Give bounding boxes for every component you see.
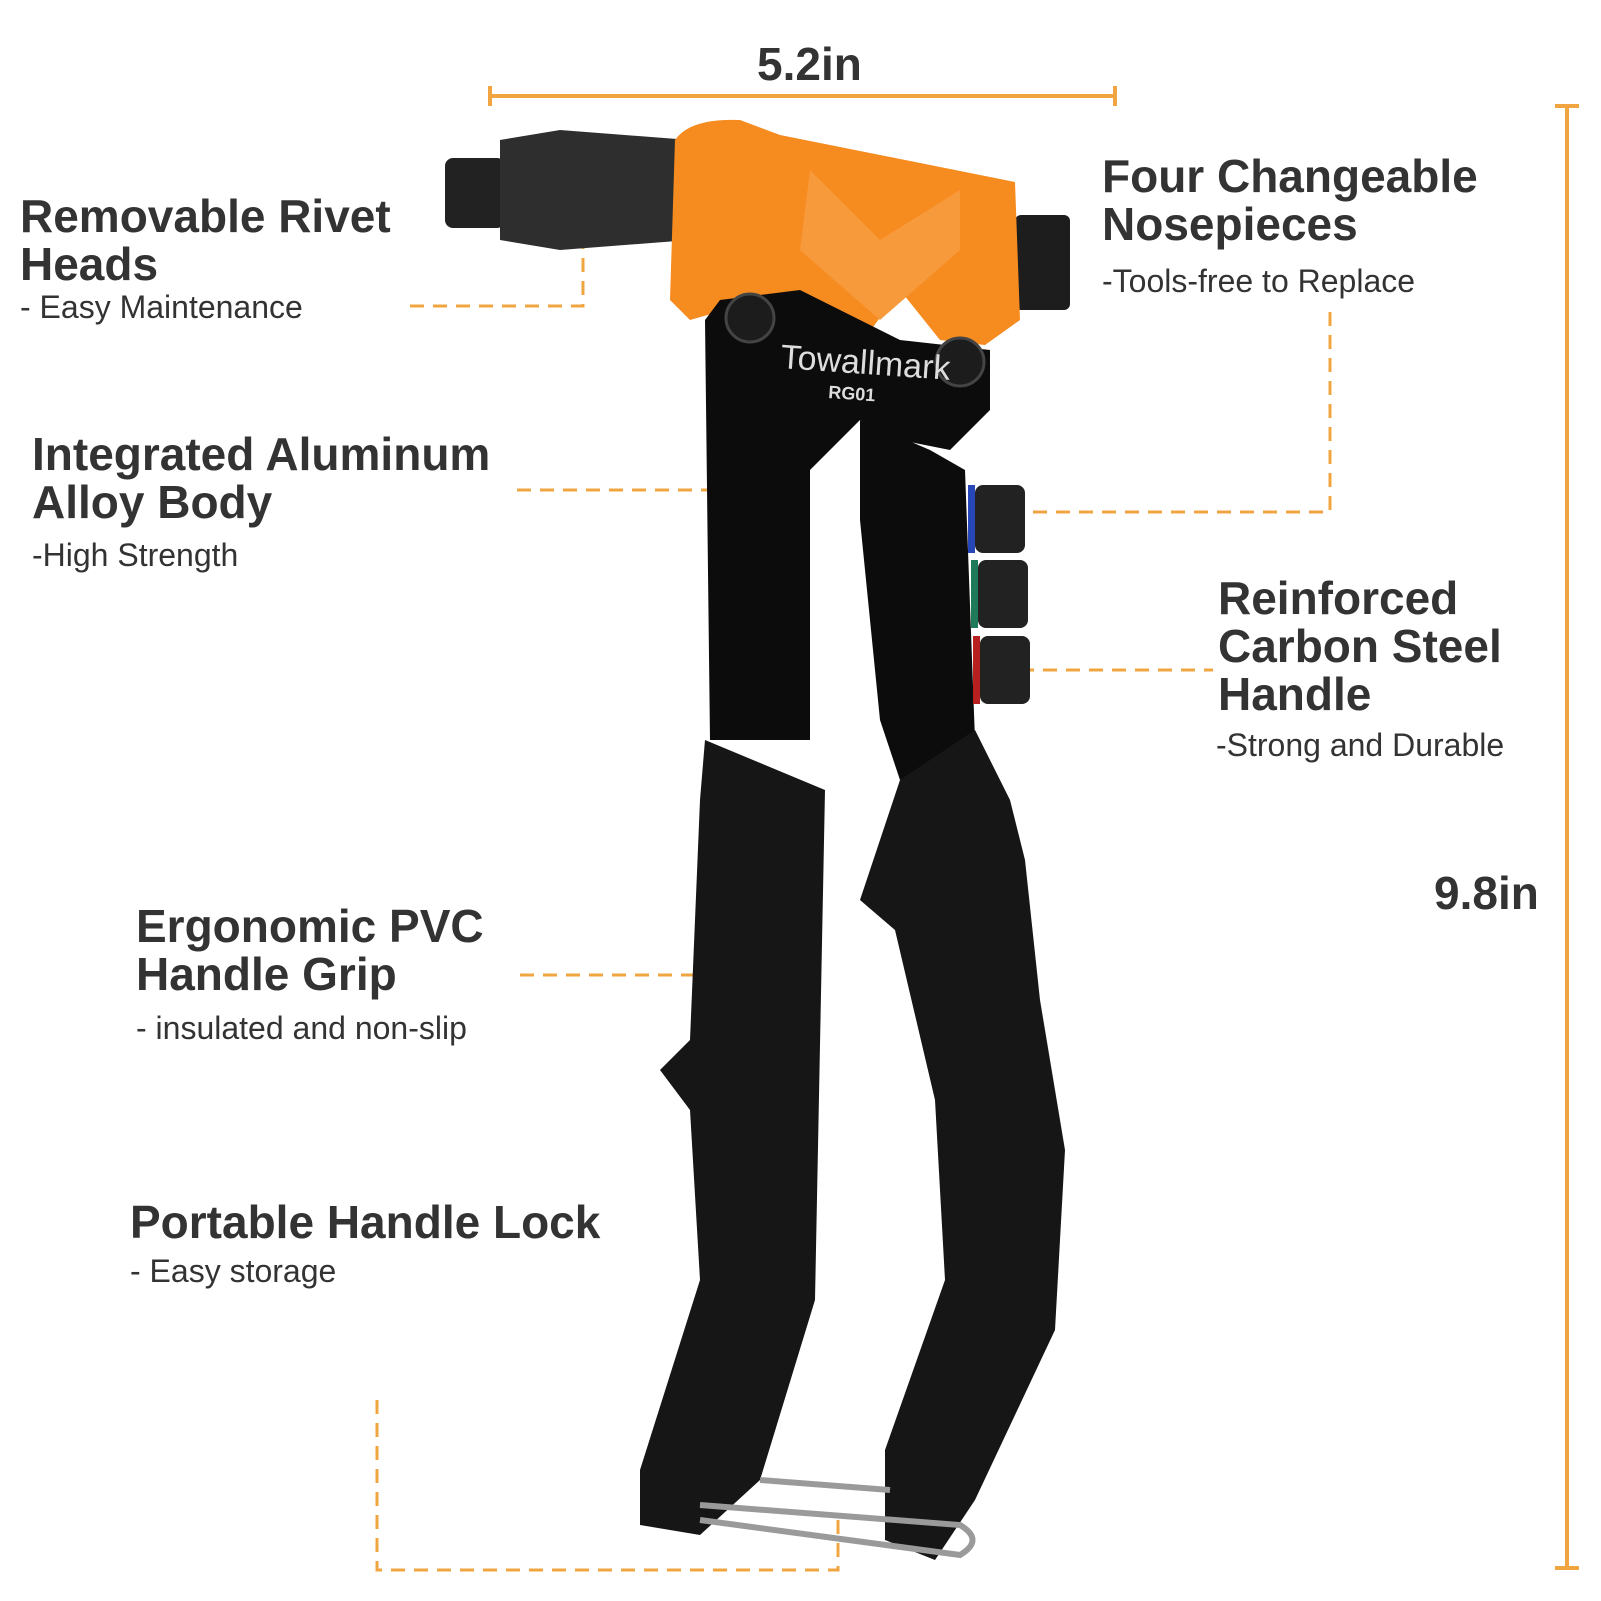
feature-subtitle: -Strong and Durable bbox=[1216, 727, 1505, 763]
rivet-gun: Towallmark RG01 bbox=[445, 119, 1070, 1560]
feature-title: Handle Grip bbox=[136, 948, 397, 1000]
feature-subtitle: - Easy storage bbox=[130, 1253, 337, 1289]
feature-title: Alloy Body bbox=[32, 476, 273, 528]
feature-title: Ergonomic PVC bbox=[136, 900, 484, 952]
nosepieces bbox=[968, 485, 1030, 704]
feature-subtitle: - insulated and non-slip bbox=[136, 1010, 467, 1046]
feature-title: Handle bbox=[1218, 668, 1372, 720]
feature-title: Carbon Steel bbox=[1218, 620, 1502, 672]
handle-lock bbox=[699, 1477, 976, 1559]
height-label: 9.8in bbox=[1434, 867, 1539, 919]
feature-title: Heads bbox=[20, 238, 159, 290]
width-label: 5.2in bbox=[757, 38, 862, 90]
feature-subtitle: - Easy Maintenance bbox=[20, 289, 303, 325]
feature-title: Removable Rivet bbox=[20, 190, 391, 242]
feature-subtitle: -Tools-free to Replace bbox=[1102, 263, 1416, 299]
feature-title: Reinforced bbox=[1218, 572, 1459, 624]
feature-title: Nosepieces bbox=[1102, 198, 1358, 250]
model-label: RG01 bbox=[828, 382, 876, 405]
feature-title: Integrated Aluminum bbox=[32, 428, 491, 480]
feature-subtitle: -High Strength bbox=[32, 537, 239, 573]
feature-title: Four Changeable bbox=[1102, 150, 1478, 202]
feature-title: Portable Handle Lock bbox=[130, 1196, 601, 1248]
width-dimension-line bbox=[488, 86, 1117, 106]
height-dimension-line bbox=[1555, 104, 1579, 1570]
